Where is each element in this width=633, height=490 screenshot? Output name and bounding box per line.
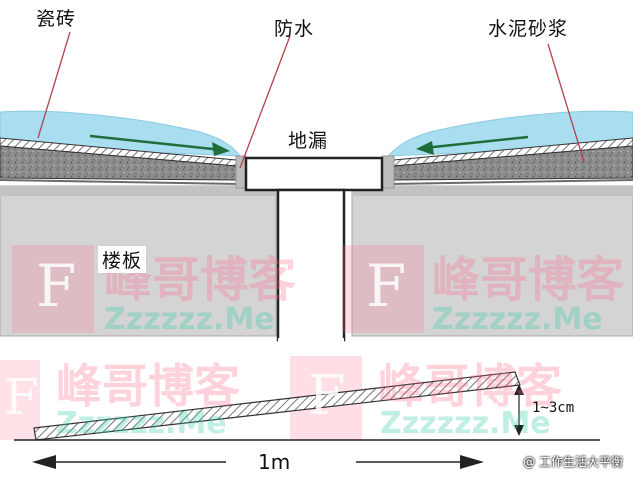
flow-arrow-right <box>423 135 529 150</box>
watermark-domain: Zzzzzz.Me <box>56 406 227 441</box>
watermark-text: 峰哥博客 <box>56 359 240 413</box>
credit-watermark: @ 工作生活大平衡 <box>523 455 623 469</box>
label-floor-slab: 楼板 <box>98 246 147 273</box>
watermark-text: 峰哥博客 <box>432 252 625 308</box>
leader-mortar <box>547 43 585 163</box>
flow-arrow-left <box>89 134 223 152</box>
slope-board <box>33 371 521 441</box>
floor-drain-cap <box>244 156 384 192</box>
watermark-domain: Zzzzzz.Me <box>104 302 275 337</box>
watermark-letter: F <box>4 368 39 426</box>
floor-drain-pipe <box>276 188 346 342</box>
slope-rise-label: 1~3cm <box>532 400 575 416</box>
watermark-letter: F <box>366 252 407 320</box>
watermark-text: 峰哥博客 <box>378 359 562 413</box>
label-tile: 瓷砖 <box>36 8 77 30</box>
slope-run-label: 1m <box>258 450 291 474</box>
watermark-domain: Zzzzzz.Me <box>380 406 551 441</box>
leader-tile <box>37 31 71 139</box>
watermark-letter: F <box>308 364 346 427</box>
floor-slab-right <box>351 185 633 337</box>
watermark-letter: F <box>36 252 77 320</box>
label-floor-drain: 地漏 <box>288 130 329 152</box>
leader-waterproof <box>239 35 291 169</box>
label-cement-mortar: 水泥砂浆 <box>488 18 569 40</box>
watermark-domain: Zzzzzz.Me <box>432 302 603 337</box>
label-waterproof: 防水 <box>274 18 315 40</box>
